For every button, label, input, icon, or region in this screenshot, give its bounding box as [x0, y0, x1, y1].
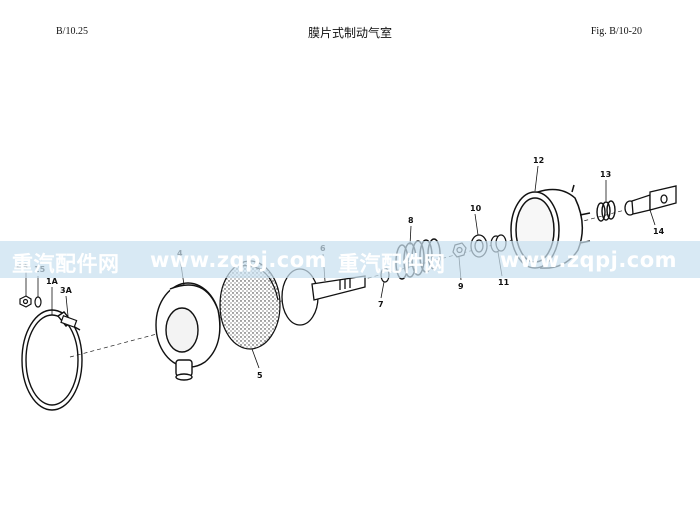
callout-5: 5	[257, 371, 263, 380]
page-title: 膜片式制动气室	[307, 26, 392, 40]
callout-9: 9	[458, 282, 464, 291]
figure-number: Fig. B/10-20	[590, 26, 642, 37]
callout-12: 12	[533, 156, 544, 165]
watermark-url: www.zqpj.com	[150, 248, 328, 272]
washer-15	[34, 296, 42, 308]
housing-4	[155, 282, 221, 381]
page-code: B/10.25	[56, 26, 88, 37]
watermark-band: 重汽配件网 www.zqpj.com 重汽配件网 www.zqpj.com	[0, 241, 700, 278]
callout-7: 7	[378, 300, 384, 309]
watermark-url: www.zqpj.com	[500, 248, 678, 272]
callout-13: 13	[600, 170, 611, 179]
spring-13	[596, 200, 616, 222]
watermark-text: 重汽配件网	[338, 252, 446, 276]
callout-10: 10	[470, 204, 482, 213]
callout-11: 11	[498, 278, 510, 287]
callout-1a: 1A	[46, 277, 59, 286]
watermark-text: 重汽配件网	[12, 252, 120, 276]
callout-3a: 3A	[60, 286, 73, 295]
callout-14: 14	[653, 227, 665, 236]
nut-2a	[19, 295, 32, 308]
bolt-3a	[60, 315, 78, 328]
callout-8: 8	[408, 216, 414, 225]
clevis-14	[624, 185, 677, 216]
